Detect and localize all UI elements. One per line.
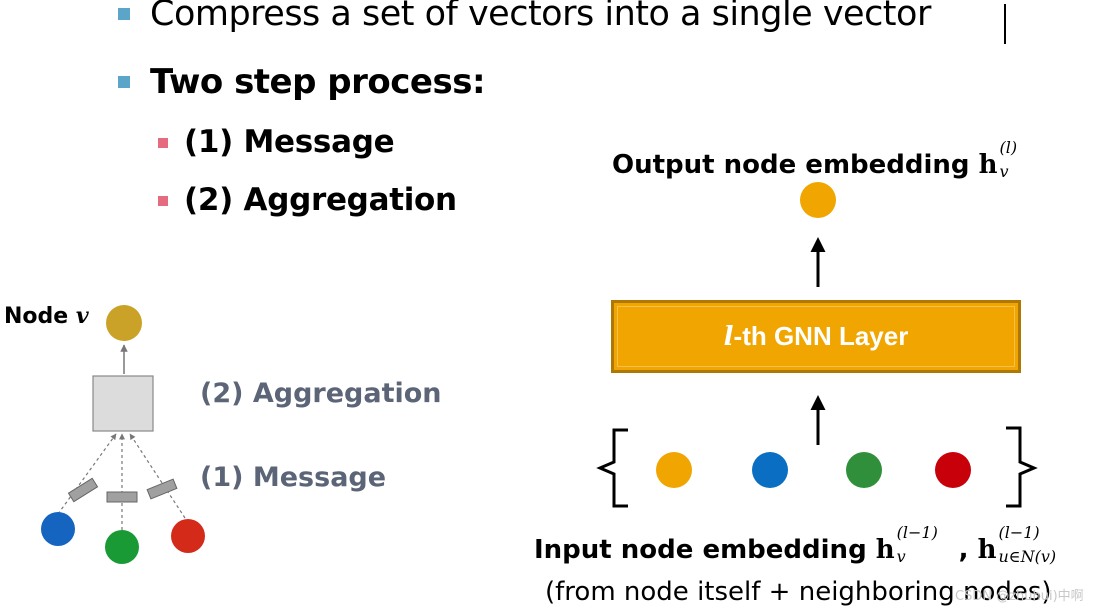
input-math1-h: h [875, 535, 895, 565]
aggregation-label: (2) Aggregation [200, 378, 442, 409]
output-math-sub: v [999, 162, 1009, 181]
input-math2-scripts: (l−1) u∈N(v) [996, 523, 1076, 566]
input-math1-scripts: (l−1) v [895, 523, 959, 566]
neighbor-node-blue [41, 512, 75, 546]
input-math1-sub: v [896, 547, 906, 566]
neighbor-node-red [171, 519, 205, 553]
input-math2-sup: (l−1) [998, 523, 1040, 542]
sub-bullet-message: (1) Message [184, 124, 395, 160]
output-node [800, 182, 836, 218]
message-box-right [146, 478, 178, 500]
sub-bullet-marker [158, 138, 168, 148]
output-label-text: Output node embedding [612, 150, 979, 180]
node-label-prefix: Node [4, 304, 76, 329]
aggregation-box [92, 375, 154, 432]
sub-bullet-aggregation: (2) Aggregation [184, 182, 457, 218]
right-brace [1006, 426, 1038, 508]
output-math-scripts: (l) v [998, 138, 1026, 181]
message-label: (1) Message [200, 462, 387, 493]
gnn-layer-text: -th GNN Layer [733, 321, 909, 351]
bullet-marker [118, 8, 130, 20]
input-node-green [846, 452, 882, 488]
input-node-blue [752, 452, 788, 488]
gnn-layer-var: l [723, 321, 734, 352]
message-box-left [67, 477, 99, 503]
node-label-var: v [75, 303, 89, 329]
node-v-label: Node v [4, 303, 89, 329]
input-label-text: Input node embedding [534, 535, 876, 565]
bullet-marker [118, 76, 130, 88]
watermark: CSDN @zhuhui)中啊 [955, 589, 1084, 604]
neighbor-node-green [105, 530, 139, 564]
bullet-two-step: Two step process: [150, 62, 486, 102]
output-math-h: h [978, 150, 998, 180]
input-math2-sub: u∈N(v) [998, 547, 1057, 566]
left-brace [596, 428, 628, 508]
input-comma: , [958, 535, 978, 565]
message-line-left [57, 433, 117, 515]
sub-bullet-marker [158, 196, 168, 206]
input-node-orange [656, 452, 692, 488]
node-v [106, 305, 142, 341]
input-embedding-label: Input node embedding h(l−1)v, h(l−1)u∈N(… [534, 523, 1076, 566]
gnn-layer-box: l-th GNN Layer [611, 300, 1021, 373]
input-source-note: (from node itself + neighboring nodes) [545, 577, 1052, 607]
text-cursor [1004, 4, 1006, 44]
input-math1-sup: (l−1) [896, 523, 938, 542]
input-math2-h: h [977, 535, 997, 565]
output-embedding-label: Output node embedding h(l) v [612, 138, 1026, 181]
bullet-compress: Compress a set of vectors into a single … [150, 0, 931, 34]
output-math-sup: (l) [999, 138, 1018, 157]
input-node-red [935, 452, 971, 488]
message-box-center [106, 491, 138, 503]
message-line-right [129, 433, 186, 519]
